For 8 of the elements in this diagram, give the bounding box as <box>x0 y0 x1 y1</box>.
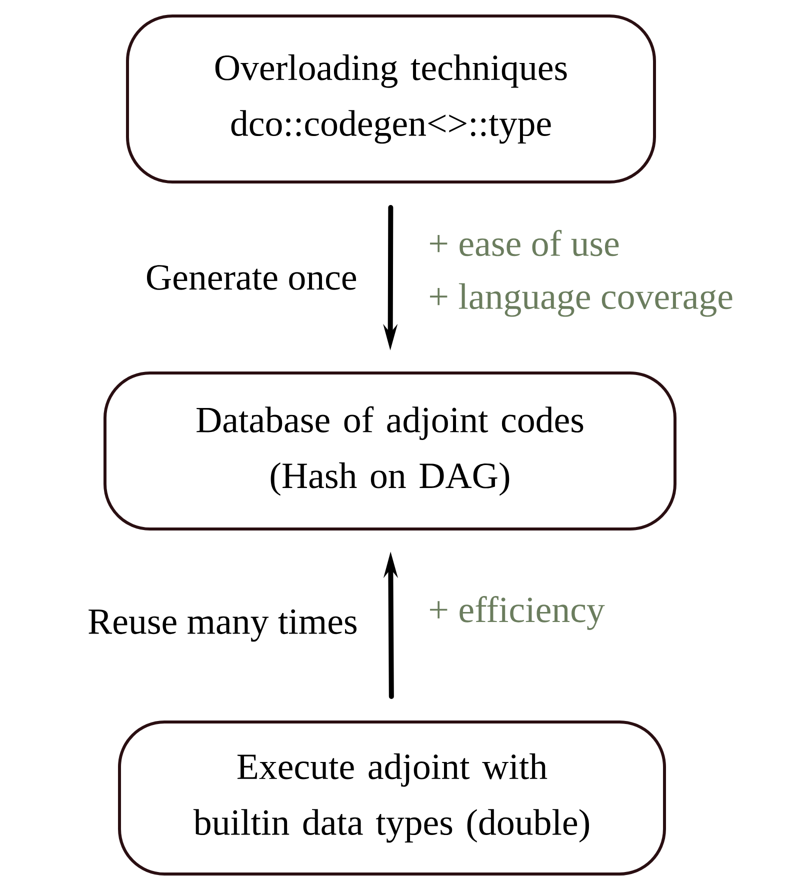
process-box: Overloading techniques dco::codegen<>::type <box>126 14 656 184</box>
edge-label: Reuse many times <box>88 609 356 642</box>
note-text: + language coverage <box>430 283 732 317</box>
note-text: + ease of use <box>430 230 619 256</box>
process-box: Database of adjoint codes (Hash on DAG) <box>104 372 676 530</box>
note-text: + efficiency <box>430 596 605 630</box>
edge-label: Generate once <box>147 265 356 290</box>
process-box: Execute adjoint with builtin data types (double) <box>118 720 666 876</box>
